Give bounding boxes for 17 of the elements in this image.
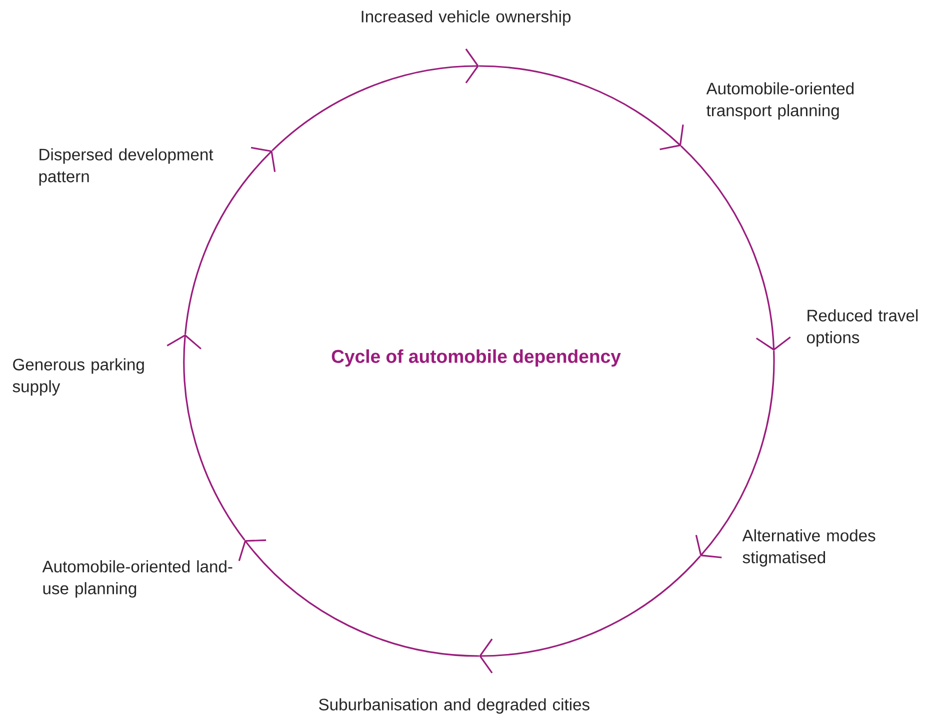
cycle-label: Reduced travel options bbox=[806, 309, 918, 347]
cycle-label: Increased vehicle ownership bbox=[362, 10, 571, 26]
arrow bbox=[238, 539, 480, 657]
arrow bbox=[695, 350, 775, 558]
cycle-label: Automobile-oriented transport planning bbox=[706, 82, 854, 120]
cycle-label: Generous parking supply bbox=[12, 358, 144, 396]
arrow bbox=[184, 146, 276, 334]
arrow bbox=[478, 65, 684, 150]
title: Cycle of automobile dependency bbox=[332, 349, 621, 367]
arrow bbox=[479, 556, 701, 674]
arrow bbox=[680, 145, 791, 351]
cycle-label: Alternative modes stigmatised bbox=[742, 529, 876, 567]
arrow bbox=[272, 48, 479, 152]
cycle-label: Dispersed development pattern bbox=[39, 148, 214, 186]
cycle-label: Suburbanisation and degraded cities bbox=[319, 698, 590, 714]
arrow bbox=[166, 334, 246, 541]
cycle-label: Automobile-oriented land-use planning bbox=[42, 560, 232, 598]
